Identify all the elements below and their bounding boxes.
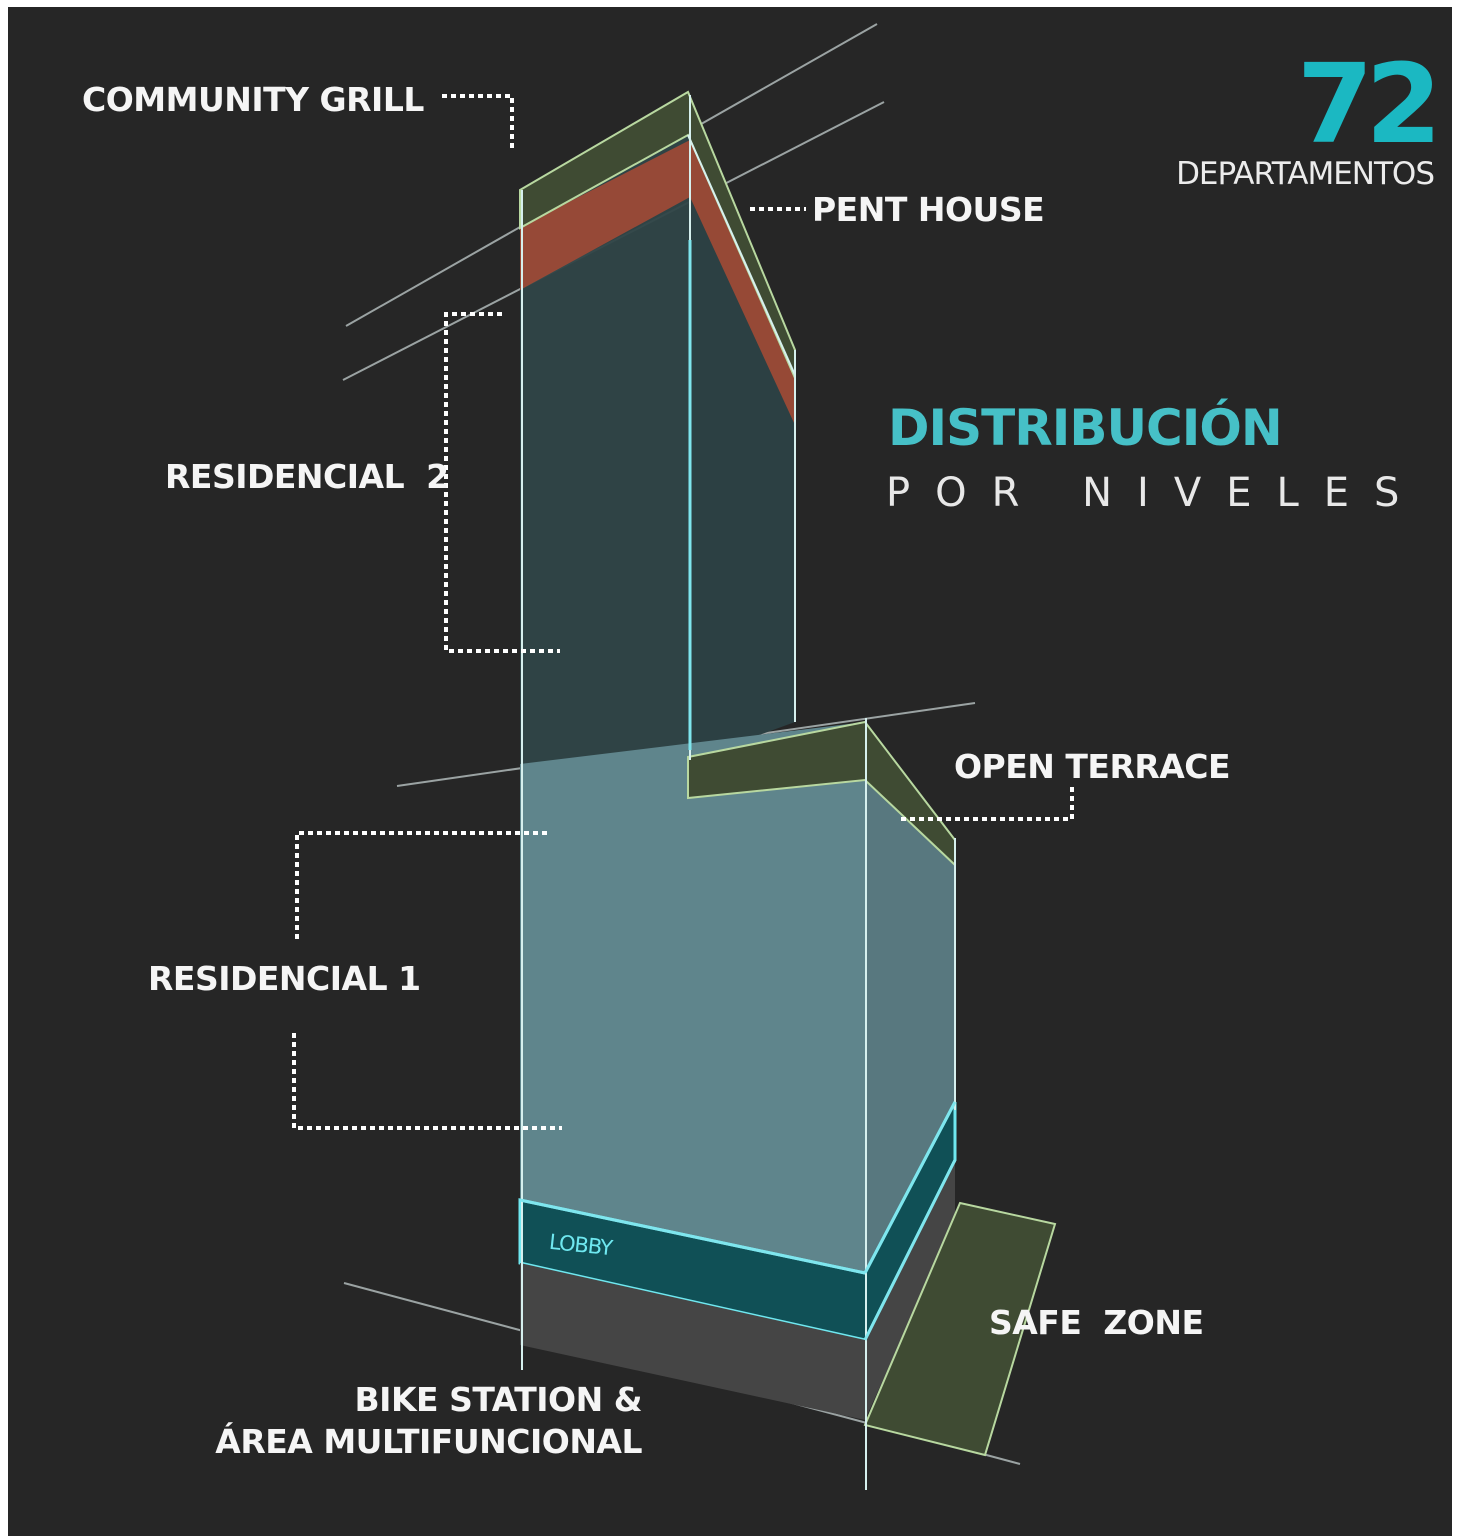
building-diagram [292, 23, 1074, 1490]
apartment-count: 72 [1296, 40, 1442, 168]
leader-community-grill [442, 94, 514, 152]
label-bike-station: BIKE STATION & ÁREA MULTIFUNCIONAL [208, 1379, 642, 1463]
section-title: DISTRIBUCIÓN [888, 399, 1283, 457]
residencial-1-side-face [865, 722, 955, 1273]
residencial-2-side-face [690, 135, 795, 760]
safe-zone-pad [863, 1201, 1057, 1457]
label-residencial-2: RESIDENCIAL 2 [165, 457, 449, 496]
label-residencial-1: RESIDENCIAL 1 [148, 959, 421, 998]
label-safe-zone: SAFE ZONE [989, 1303, 1204, 1342]
leader-residencial-2 [444, 312, 560, 653]
label-bike-station-line2: ÁREA MULTIFUNCIONAL [215, 1422, 642, 1461]
apartment-count-label: DEPARTAMENTOS [1176, 156, 1435, 192]
cyan-highlight-edges [519, 240, 957, 1341]
label-open-terrace: OPEN TERRACE [954, 747, 1231, 786]
section-subtitle: POR NIVELES [886, 470, 1425, 516]
residencial-2-front-face [520, 135, 690, 773]
label-community-grill: COMMUNITY GRILL [82, 80, 424, 119]
label-pent-house: PENT HOUSE [812, 190, 1045, 229]
leader-open-terrace [897, 787, 1074, 821]
label-bike-station-line1: BIKE STATION & [354, 1380, 643, 1419]
residencial-1-front-face [520, 722, 865, 1273]
leader-residencial-1-top [295, 831, 547, 940]
leader-lines [292, 94, 1074, 1130]
leader-residencial-1-bottom [292, 1033, 562, 1130]
diagram-panel: COMMUNITY GRILL PENT HOUSE RESIDENCIAL 2… [8, 7, 1452, 1536]
pent-house-band [520, 140, 795, 425]
bike-station-base [520, 1160, 955, 1420]
